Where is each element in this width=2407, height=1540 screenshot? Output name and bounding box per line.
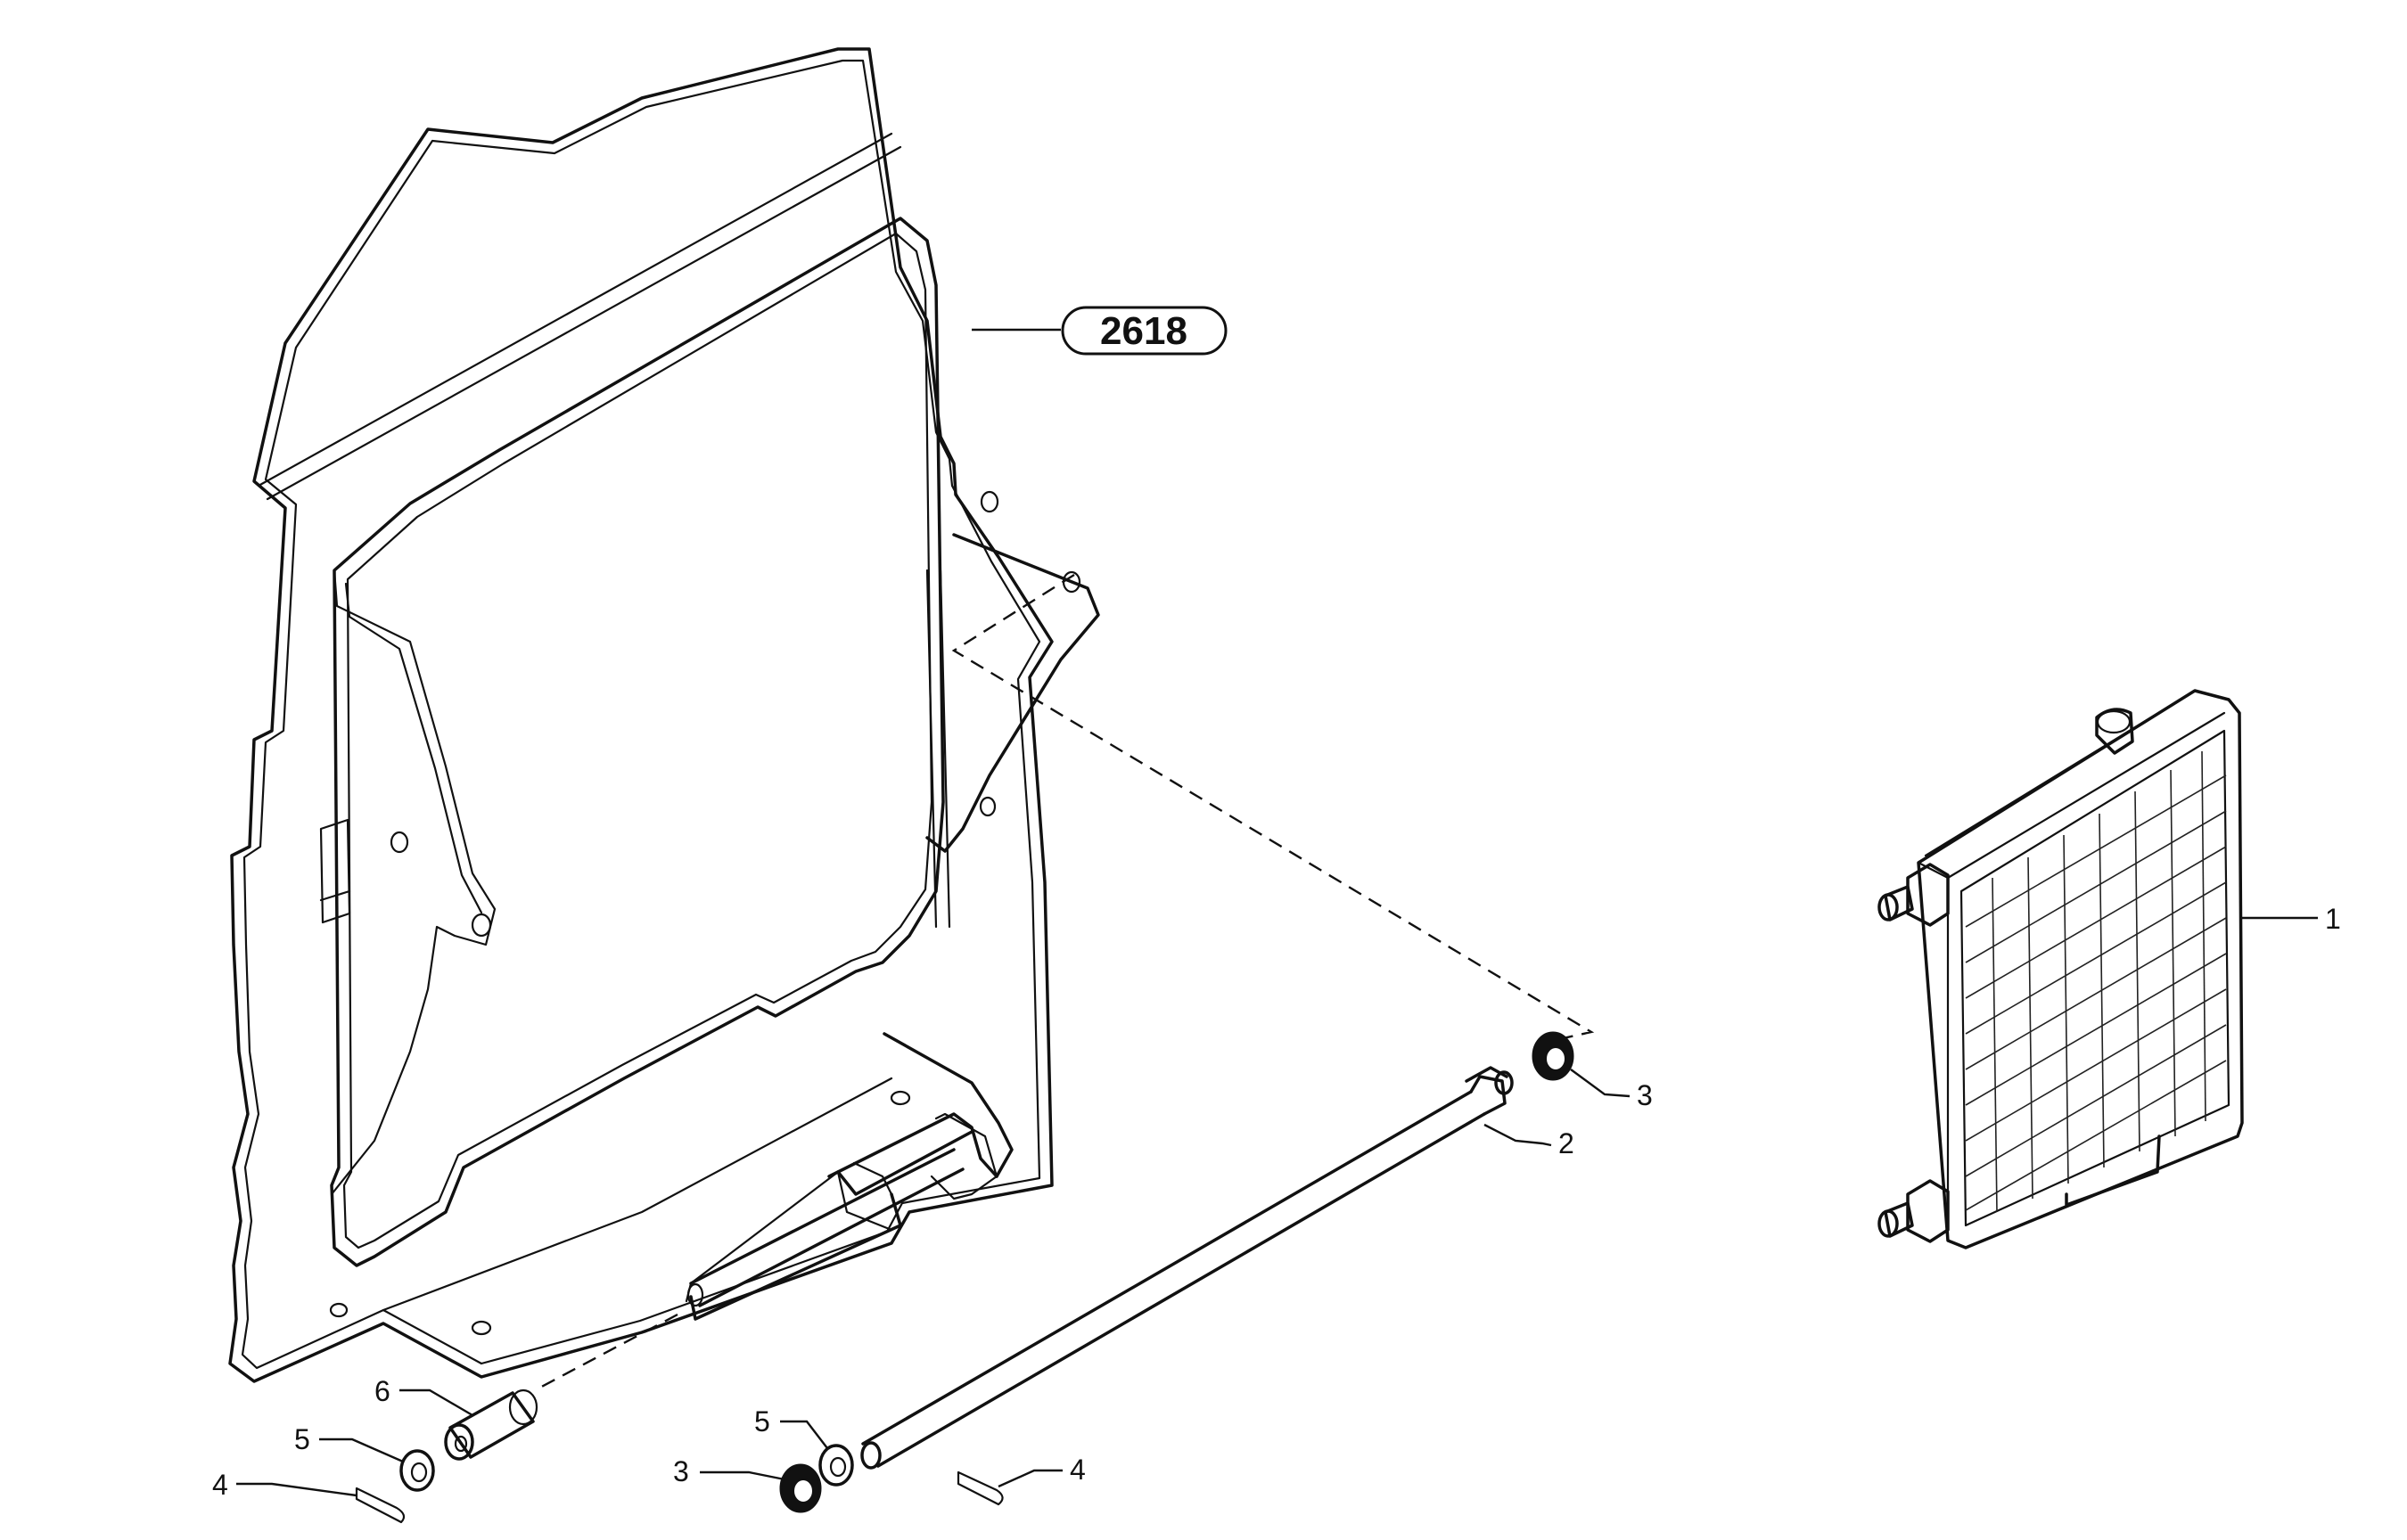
cooler-bottom-port: [1877, 1179, 1950, 1243]
callout-5-middle-label: 5: [754, 1405, 770, 1438]
washer-left: [399, 1449, 435, 1492]
callout-3-upper-label: 3: [1637, 1079, 1653, 1111]
cooler-top-port: [1877, 863, 1950, 927]
split-pin-left: [355, 1487, 406, 1524]
callout-2[interactable]: 2: [1483, 1123, 1574, 1159]
washer-middle: [818, 1444, 854, 1487]
callout-5-left-label: 5: [294, 1423, 310, 1455]
reference-badge-label: 2618: [1100, 309, 1187, 353]
split-pin-right: [957, 1470, 1004, 1506]
long-pin: [860, 1066, 1514, 1470]
cooler-core-fins: [1965, 750, 2227, 1213]
slide-bracket: [685, 1112, 998, 1321]
oil-cooler: [1877, 689, 2244, 1249]
callout-5-middle[interactable]: 5: [754, 1405, 828, 1449]
bushing-lower: [779, 1463, 822, 1513]
alignment-dashed-lines: [534, 573, 1595, 1392]
callout-2-label: 2: [1558, 1127, 1574, 1159]
callout-4-right[interactable]: 4: [998, 1454, 1086, 1488]
callout-1[interactable]: 1: [2239, 903, 2341, 935]
callout-6-label: 6: [374, 1375, 390, 1407]
radiator-shroud-frame: [228, 47, 1100, 1383]
callout-5-left[interactable]: 5: [294, 1423, 404, 1463]
sleeve: [444, 1388, 538, 1461]
callout-3-lower[interactable]: 3: [673, 1455, 785, 1487]
callout-4-left[interactable]: 4: [212, 1469, 357, 1501]
callout-4-right-label: 4: [1070, 1454, 1086, 1486]
callout-3-lower-label: 3: [673, 1455, 689, 1487]
callout-6[interactable]: 6: [374, 1375, 473, 1417]
callout-3-upper[interactable]: 3: [1570, 1069, 1653, 1111]
bushing-upper: [1532, 1031, 1574, 1081]
reference-badge-2618[interactable]: 2618: [972, 306, 1228, 356]
callout-4-left-label: 4: [212, 1469, 228, 1501]
callout-1-label: 1: [2325, 903, 2341, 935]
